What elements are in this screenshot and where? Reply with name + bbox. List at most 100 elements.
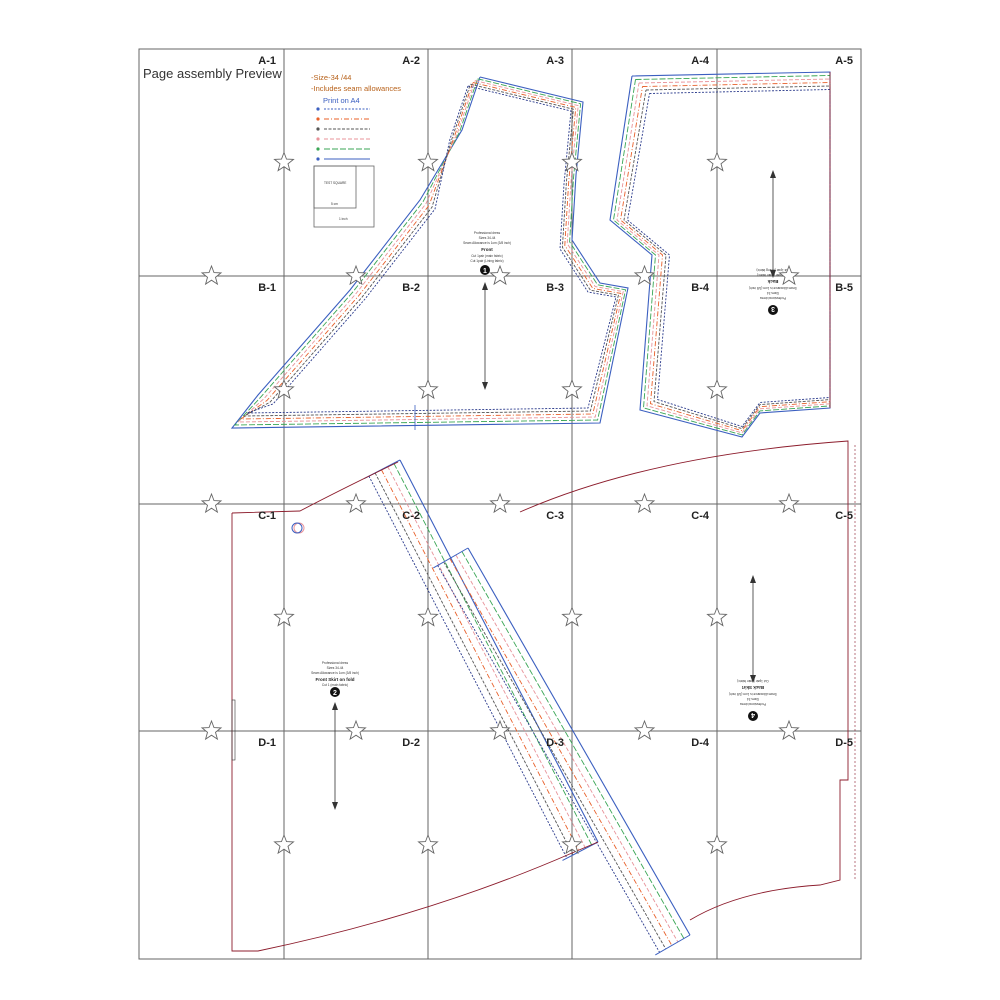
test-square-inner bbox=[313, 165, 357, 209]
legend-seam: -Includes seam allowances bbox=[311, 84, 401, 93]
alignment-star-icon bbox=[489, 719, 511, 741]
grid-label-d-3: D-3 bbox=[546, 737, 564, 749]
back-bodice-line bbox=[627, 89, 831, 428]
front-label: Professional dress Sizes 34-44 Seam Allo… bbox=[463, 231, 511, 275]
alignment-star-icon bbox=[706, 378, 728, 400]
front-skirt-band-line bbox=[374, 472, 574, 856]
front-name: Front bbox=[481, 247, 493, 252]
alignment-stars bbox=[200, 151, 800, 855]
back-skirt-number: 4 bbox=[751, 711, 755, 718]
front-seam: Seam Allowance is 1cm (3/8 inch) bbox=[463, 241, 511, 245]
alignment-star-icon bbox=[273, 606, 295, 627]
front-skirt-brand: Professional dress bbox=[322, 661, 349, 665]
front-skirt-band-line bbox=[387, 466, 586, 849]
alignment-star-icon bbox=[200, 492, 223, 514]
alignment-star-icon bbox=[561, 378, 583, 400]
back-skirt-brand: Professional dress bbox=[739, 702, 766, 706]
front-bodice-line bbox=[243, 83, 619, 417]
front-skirt-name: Front Skirt on fold bbox=[316, 677, 355, 682]
alignment-star-icon bbox=[417, 378, 439, 400]
back-skirt-band-line bbox=[467, 547, 691, 936]
back-label: 3 Professional dress Sizes 34 Seam Allow… bbox=[749, 268, 797, 315]
legend-swatch bbox=[316, 157, 320, 161]
alignment-star-icon bbox=[200, 719, 223, 741]
front-number-badge bbox=[480, 265, 490, 275]
grid-label-c-3: C-3 bbox=[546, 510, 564, 522]
test-square-label: TEST SQUARE bbox=[324, 181, 346, 185]
legend-swatch bbox=[316, 137, 320, 141]
front-bodice-line bbox=[246, 85, 617, 414]
grain-line-front-skirt bbox=[332, 702, 338, 810]
alignment-star-icon bbox=[706, 151, 728, 172]
back-number: 3 bbox=[771, 305, 775, 312]
grid-label-d-1: D-1 bbox=[258, 737, 276, 749]
grid-label-c-2: C-2 bbox=[402, 510, 420, 522]
back-number-badge bbox=[768, 305, 778, 315]
alignment-star-icon bbox=[561, 151, 583, 172]
legend: -Size-34 /44 -Includes seam allowances P… bbox=[311, 73, 401, 161]
back-cut1: Cut 1pair (main fabric) bbox=[757, 273, 789, 277]
legend-swatch bbox=[316, 117, 320, 121]
grid-label-b-1: B-1 bbox=[258, 282, 276, 294]
grain-line-back bbox=[770, 170, 776, 278]
alignment-star-icon bbox=[561, 606, 583, 627]
back-skirt-outline bbox=[519, 440, 849, 921]
back-skirt-band-line bbox=[461, 551, 685, 939]
grid-label-d-4: D-4 bbox=[691, 737, 710, 749]
back-skirt-band-line bbox=[449, 558, 673, 946]
alignment-star-icon bbox=[778, 264, 800, 286]
front-skirt-number-badge bbox=[330, 687, 340, 697]
alignment-star-icon bbox=[273, 378, 295, 400]
alignment-star-icon bbox=[633, 264, 656, 286]
grid-label-d-5: D-5 bbox=[835, 737, 853, 749]
alignment-star-icon bbox=[633, 719, 656, 741]
legend-swatch bbox=[316, 107, 320, 111]
alignment-star-icon bbox=[345, 719, 367, 741]
back-name: Back bbox=[767, 279, 778, 284]
alignment-star-icon bbox=[345, 264, 367, 286]
grid-label-b-5: B-5 bbox=[835, 282, 853, 294]
alignment-star-icon bbox=[561, 833, 583, 855]
back-skirt-seam: Seam Allowance is 1cm (3/8 inch) bbox=[729, 692, 777, 696]
front-skirt-sizes: Sizes 34-44 bbox=[327, 666, 344, 670]
grid-label-c-1: C-1 bbox=[258, 510, 276, 522]
front-skirt-outline bbox=[231, 461, 599, 952]
back-bodice-piece bbox=[609, 71, 831, 438]
front-skirt-band bbox=[364, 459, 599, 861]
back-skirt-band-line bbox=[443, 561, 667, 950]
front-skirt-number: 2 bbox=[333, 690, 337, 697]
back-skirt-label: 4 Professional dress Sizes 34 Seam Allow… bbox=[729, 679, 777, 721]
front-skirt-band-line bbox=[368, 475, 568, 859]
front-bodice-line bbox=[239, 81, 622, 420]
page-title: Page assembly Preview bbox=[143, 66, 282, 81]
front-sizes: Sizes 34-44 bbox=[479, 236, 496, 240]
alignment-star-icon bbox=[345, 492, 367, 514]
legend-size: -Size-34 /44 bbox=[311, 73, 351, 82]
front-bodice-piece bbox=[230, 76, 629, 430]
front-skirt-seam: Seam Allowance is 1cm (3/8 inch) bbox=[311, 671, 359, 675]
back-skirt-band-line bbox=[455, 554, 679, 943]
back-cut2: Cut 1pair (Lining fabric) bbox=[756, 268, 789, 272]
alignment-star-icon bbox=[778, 492, 800, 514]
alignment-star-icon bbox=[706, 833, 728, 855]
alignment-star-icon bbox=[633, 492, 656, 514]
front-skirt-band-line bbox=[381, 469, 580, 852]
front-brand: Professional dress bbox=[474, 231, 501, 235]
front-cut2: Cut 1pair (Lining fabric) bbox=[470, 259, 503, 263]
grid-label-b-3: B-3 bbox=[546, 282, 564, 294]
front-skirt-label: Professional dress Sizes 34-44 Seam Allo… bbox=[311, 661, 359, 697]
back-bodice-line bbox=[616, 78, 831, 434]
back-bodice-line bbox=[609, 71, 831, 438]
pattern-pieces bbox=[230, 71, 856, 956]
fold-bracket bbox=[231, 699, 236, 761]
grid-label-b-2: B-2 bbox=[402, 282, 420, 294]
grid-label-d-2: D-2 bbox=[402, 737, 420, 749]
front-bodice-line bbox=[233, 78, 627, 426]
grid-label-a-4: A-4 bbox=[691, 55, 710, 67]
notch-marker bbox=[291, 522, 303, 534]
grid-label-b-4: B-4 bbox=[691, 282, 710, 294]
grid-label-a-2: A-2 bbox=[402, 55, 420, 67]
back-skirt-cut1: Cut 1pair (main fabric) bbox=[737, 679, 769, 683]
